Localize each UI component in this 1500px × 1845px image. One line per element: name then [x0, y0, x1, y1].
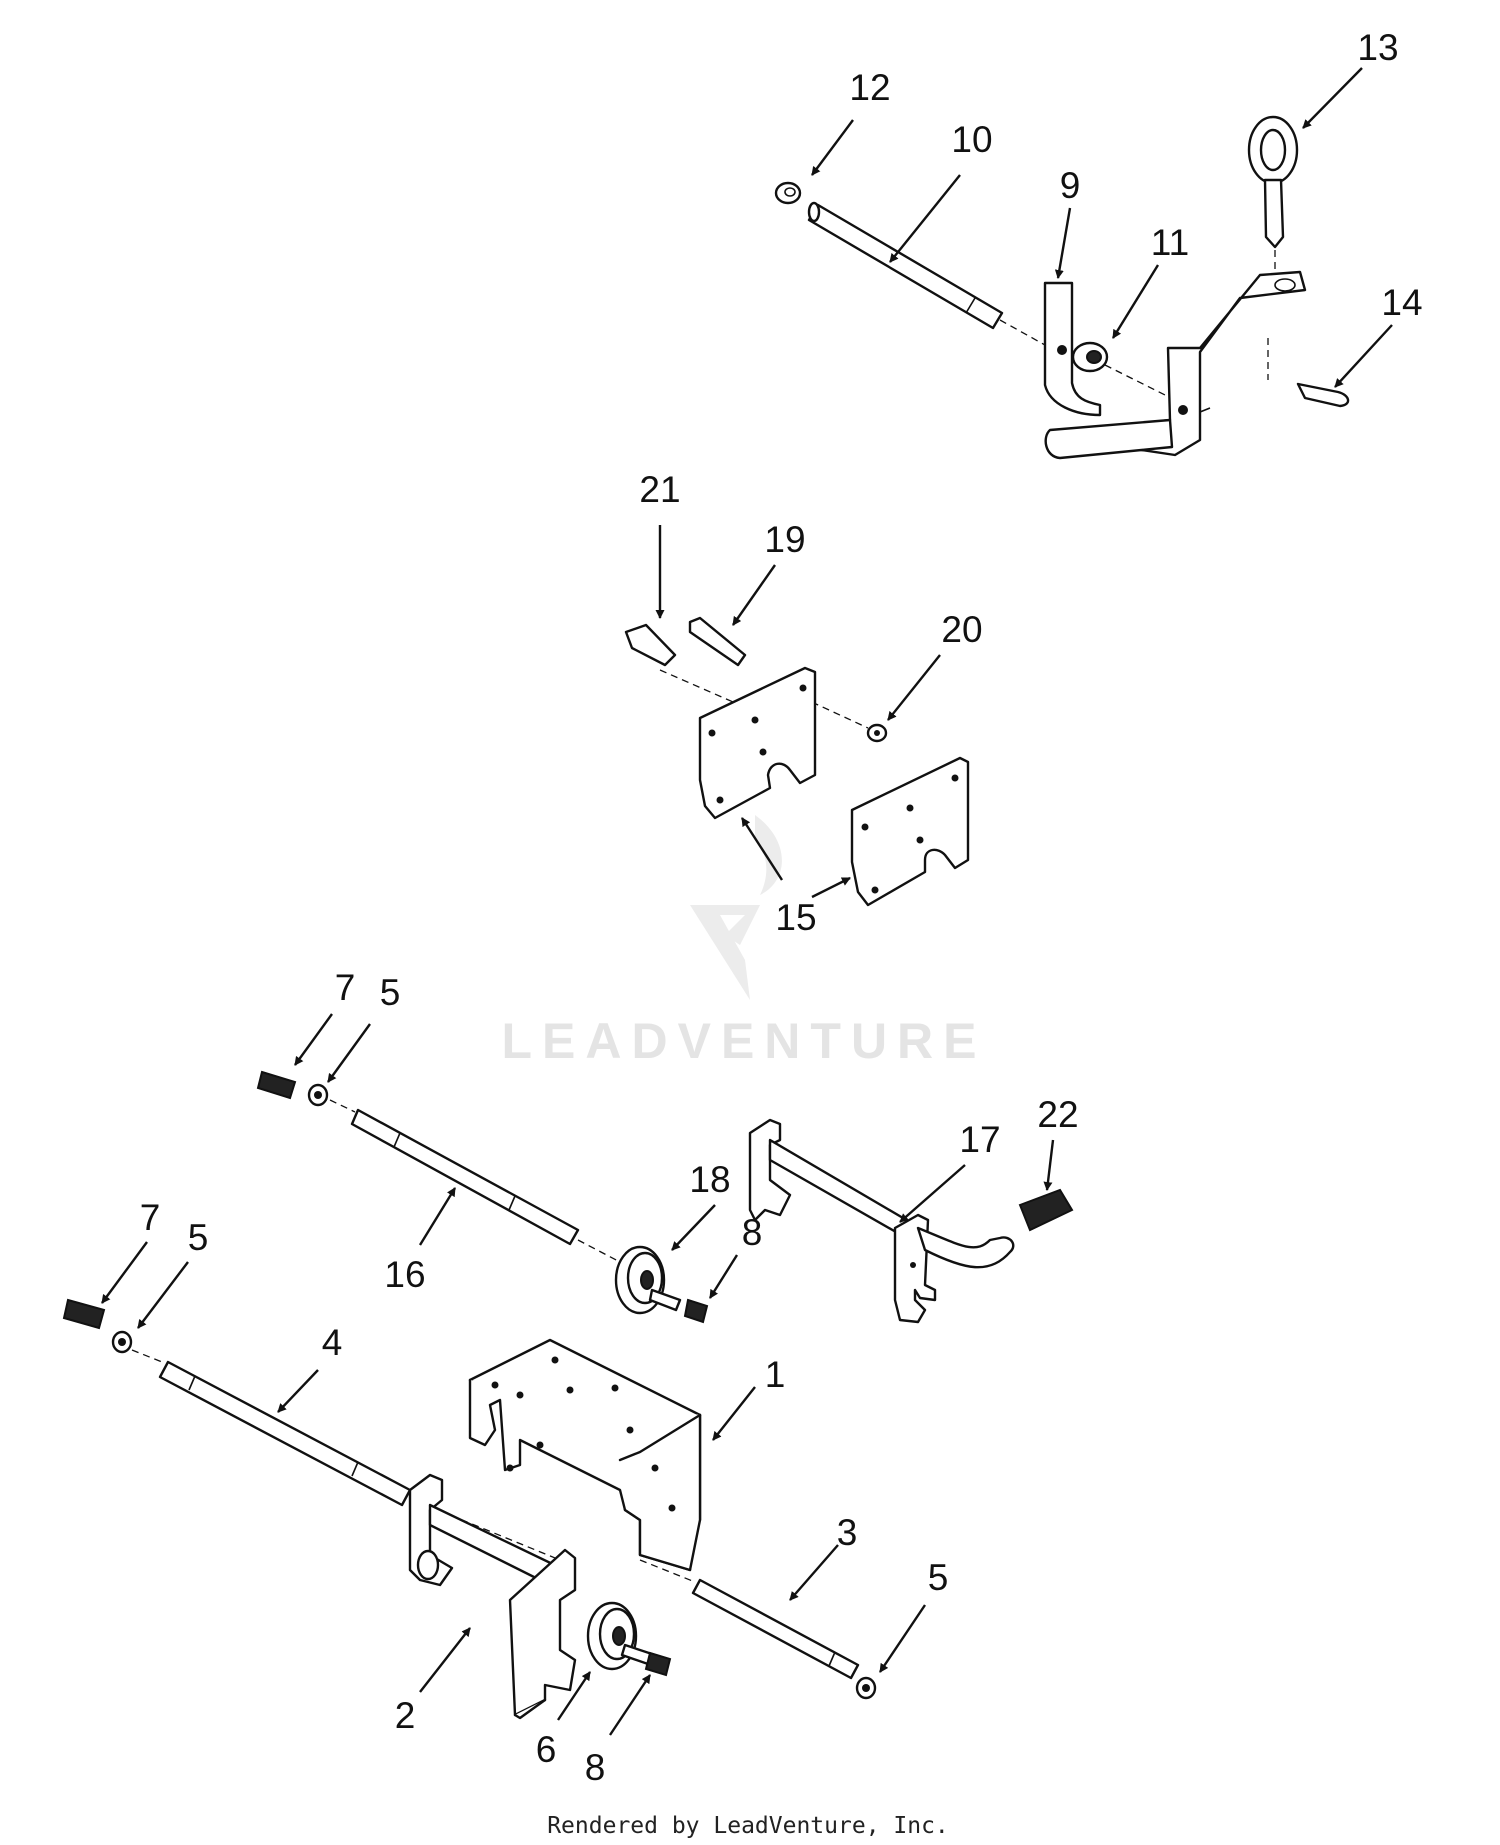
callout-8-lower: 8	[585, 1747, 606, 1788]
leader-arrows	[101, 67, 1393, 1736]
callout-labels: 12 10 9 11 13 14 21 19 20 15 7 5 16 18 8…	[140, 27, 1423, 1788]
part-13-eye-pin	[1247, 115, 1299, 249]
part-5-washer-lower-left	[111, 1330, 133, 1354]
part-3-shaft	[691, 1578, 860, 1680]
part-5-washer-lower-right	[855, 1676, 877, 1700]
part-7-spring-upper	[256, 1070, 297, 1100]
watermark-text: LEADVENTURE	[501, 1013, 986, 1069]
callout-12: 12	[849, 67, 890, 108]
part-15-plate-a	[698, 666, 817, 820]
part-15-plate-b	[850, 756, 970, 907]
part-1-housing	[468, 1338, 702, 1572]
part-7-spring-lower	[62, 1298, 106, 1330]
part-4-shaft	[158, 1360, 412, 1507]
callout-5-upper: 5	[380, 972, 401, 1013]
part-14-cotter-pin	[1296, 382, 1350, 408]
leadventure-watermark-logo	[690, 815, 782, 1000]
part-18-wheel	[614, 1245, 682, 1315]
callout-19: 19	[764, 519, 805, 560]
callout-20: 20	[941, 609, 982, 650]
callout-4: 4	[322, 1322, 343, 1363]
part-19-bolt	[688, 616, 747, 667]
callout-18: 18	[689, 1159, 730, 1200]
callout-15: 15	[775, 897, 816, 938]
render-credit: Rendered by LeadVenture, Inc.	[547, 1813, 949, 1839]
callout-6: 6	[536, 1729, 557, 1770]
part-8-nut-lower	[644, 1651, 672, 1677]
callout-10: 10	[951, 119, 992, 160]
part-6-wheel	[586, 1601, 654, 1671]
part-21-bolt	[624, 623, 677, 667]
part-11-spacer	[1071, 341, 1109, 373]
callout-7-lower: 7	[140, 1197, 161, 1238]
callout-7-upper: 7	[335, 967, 356, 1008]
callout-14: 14	[1381, 282, 1422, 323]
part-22-grip	[1018, 1188, 1074, 1232]
part-5-washer-upper	[307, 1083, 329, 1107]
part-20-nut	[866, 723, 888, 743]
callout-5-lower-left: 5	[188, 1217, 209, 1258]
part-16-shaft	[350, 1108, 580, 1246]
callout-17: 17	[959, 1119, 1000, 1160]
callout-22: 22	[1037, 1094, 1078, 1135]
callout-2: 2	[395, 1695, 416, 1736]
callout-16: 16	[384, 1254, 425, 1295]
part-2-bracket	[408, 1473, 577, 1720]
part-12-nut	[774, 181, 802, 205]
callout-8-upper: 8	[742, 1212, 763, 1253]
part-10-pin	[807, 201, 1004, 330]
callout-21: 21	[639, 469, 680, 510]
callout-9: 9	[1060, 165, 1081, 206]
callout-1: 1	[765, 1354, 786, 1395]
callout-11: 11	[1151, 222, 1189, 263]
callout-3: 3	[837, 1512, 858, 1553]
hitch-plate	[1044, 270, 1307, 460]
callout-13: 13	[1357, 27, 1398, 68]
part-8-nut-upper	[683, 1298, 709, 1324]
part-9-bracket	[1043, 281, 1102, 417]
callout-5-lower-right: 5	[928, 1557, 949, 1598]
part-17-bracket	[748, 1118, 1015, 1324]
